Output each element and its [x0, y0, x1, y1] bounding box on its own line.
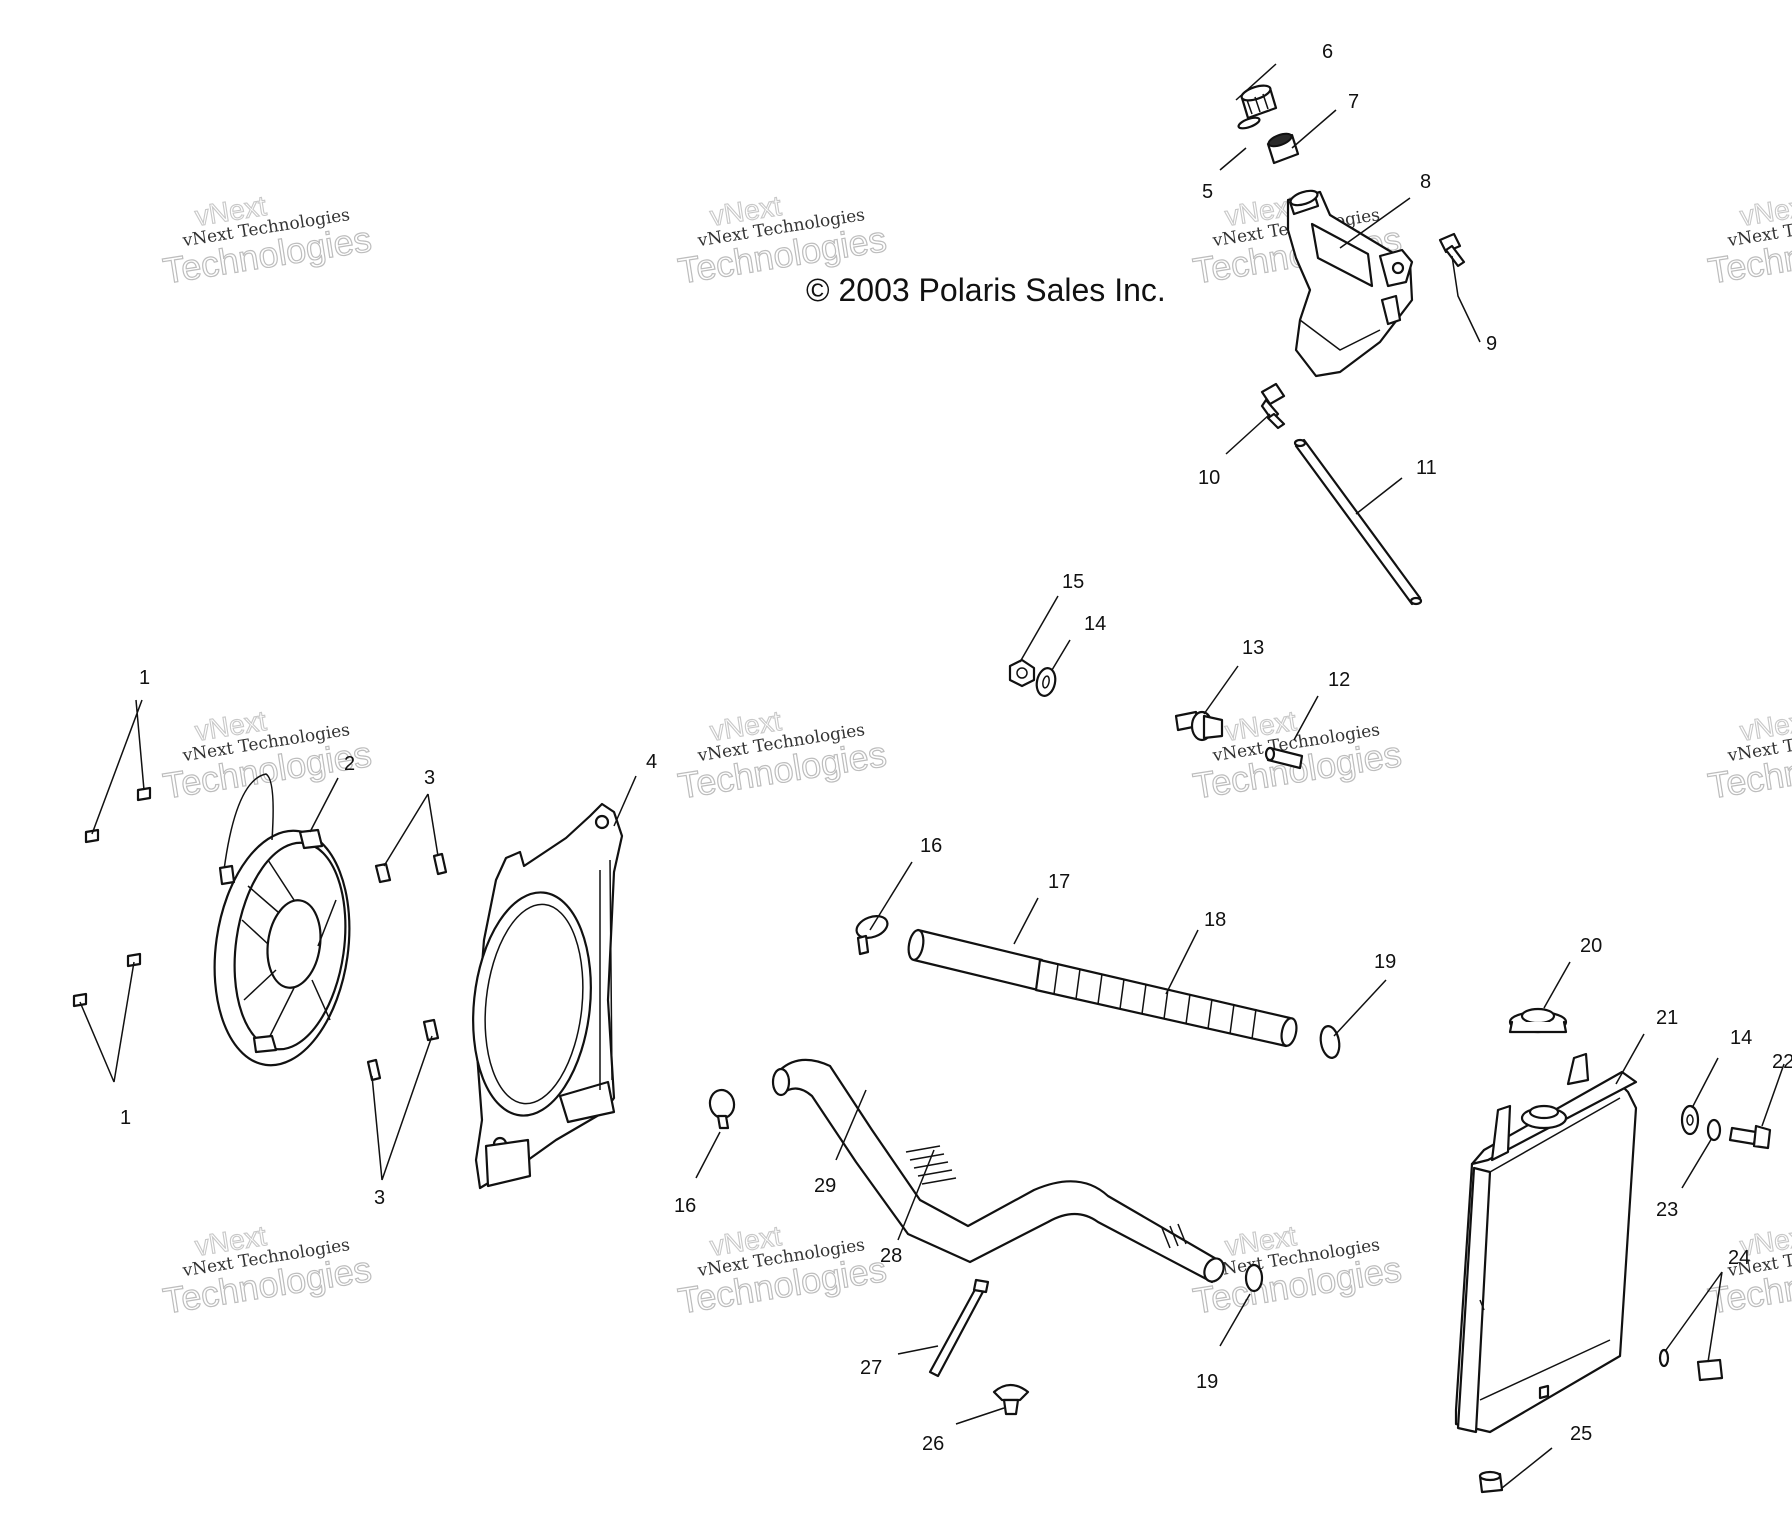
part-3-clips	[366, 852, 448, 1082]
callout-labels: 6 7 5 8 9 10 11 15 14 13 12 1 1 2 3 3 4 …	[120, 41, 1792, 1455]
callout-3: 3	[424, 767, 435, 789]
part-27-rod	[928, 1278, 990, 1378]
watermark-tile: vNext vNext Technologies Technologies	[160, 189, 375, 292]
part-14-washer-lower	[1680, 1104, 1700, 1136]
watermark-tile: vNext vNext Technologies Technologies	[675, 189, 890, 292]
copyright-notice: © 2003 Polaris Sales Inc.	[806, 272, 1166, 308]
callout-5: 5	[1202, 181, 1213, 203]
part-8-reservoir	[1286, 189, 1414, 378]
callout-26: 26	[922, 1433, 944, 1455]
part-17-upper-tube	[907, 928, 1044, 992]
part-26-push-clip	[992, 1383, 1030, 1416]
part-16-clamp-lower	[708, 1088, 736, 1130]
watermark-tile: vNext vNext Technologies Technologies	[160, 704, 375, 807]
part-28-hose-ribs	[905, 1145, 1187, 1249]
part-1-rivets	[72, 786, 152, 1008]
callout-1: 1	[139, 667, 150, 689]
part-14-washer-upper	[1035, 667, 1057, 697]
part-15-nut	[1008, 658, 1036, 688]
part-2-fan-assembly	[213, 773, 351, 1067]
callout-2: 2	[344, 753, 355, 775]
part-19-clamp-lower	[1244, 1263, 1264, 1293]
part-13-mount	[1174, 710, 1224, 742]
leader-lines	[79, 63, 1785, 1489]
callout-10: 10	[1198, 467, 1220, 489]
callout-13: 13	[1242, 637, 1264, 659]
part-9-bolt	[1438, 232, 1466, 268]
part-11-overflow-tube	[1293, 438, 1423, 606]
watermark-tile: vNext vNext Technologies Technologies	[160, 1219, 375, 1322]
part-24-grommets	[1658, 1348, 1724, 1382]
callout-18: 18	[1204, 909, 1226, 931]
callout-27: 27	[860, 1357, 882, 1379]
watermark-tile: vNext vNext Technologies Technologies	[1705, 704, 1792, 807]
callout-12: 12	[1328, 669, 1350, 691]
callout-16: 16	[674, 1195, 696, 1217]
part-19-clamp-upper	[1319, 1025, 1341, 1059]
callout-24: 24	[1728, 1247, 1750, 1269]
watermark-tile: vNext vNext Technologies Technologies	[675, 1219, 890, 1322]
part-18-upper-hose	[1034, 958, 1298, 1048]
callout-4: 4	[646, 751, 657, 773]
callout-6: 6	[1322, 41, 1333, 63]
callout-28: 28	[880, 1245, 902, 1267]
part-22-bolt	[1728, 1124, 1772, 1150]
callout-9: 9	[1486, 333, 1497, 355]
callout-16: 16	[920, 835, 942, 857]
callout-3: 3	[374, 1187, 385, 1209]
callout-20: 20	[1580, 935, 1602, 957]
callout-29: 29	[814, 1175, 836, 1197]
callout-14: 14	[1730, 1027, 1752, 1049]
callout-22: 22	[1772, 1051, 1792, 1073]
part-4-fan-shroud	[472, 802, 624, 1190]
callout-8: 8	[1420, 171, 1431, 193]
part-25-drain-plug	[1478, 1470, 1504, 1494]
part-20-radiator-cap	[1508, 1007, 1568, 1034]
part-21-radiator	[1454, 1052, 1638, 1434]
callout-25: 25	[1570, 1423, 1592, 1445]
callout-1: 1	[120, 1107, 131, 1129]
callout-17: 17	[1048, 871, 1070, 893]
part-23-lock-washer	[1706, 1118, 1722, 1142]
part-12-spacer	[1264, 746, 1304, 770]
part-10-elbow-fitting	[1260, 382, 1286, 430]
part-16-clamp-upper	[855, 915, 889, 956]
callout-7: 7	[1348, 91, 1359, 113]
watermark-tile: vNext vNext Technologies Technologies	[675, 704, 890, 807]
callout-21: 21	[1656, 1007, 1678, 1029]
part-7-insert	[1266, 132, 1300, 165]
watermark-tile: vNext vNext Technologies Technologies	[1705, 189, 1792, 292]
callout-19: 19	[1374, 951, 1396, 973]
part-5-seal-ring	[1237, 116, 1261, 130]
callout-23: 23	[1656, 1199, 1678, 1221]
callout-15: 15	[1062, 571, 1084, 593]
watermark-tile: vNext vNext Technologies Technologies	[1705, 1219, 1792, 1322]
callout-14: 14	[1084, 613, 1106, 635]
callout-19: 19	[1196, 1371, 1218, 1393]
part-6-cap	[1240, 84, 1278, 120]
watermark-tile: vNext vNext Technologies Technologies	[1190, 704, 1405, 807]
part-29-lower-hose	[771, 1058, 1225, 1284]
callout-11: 11	[1416, 457, 1437, 479]
